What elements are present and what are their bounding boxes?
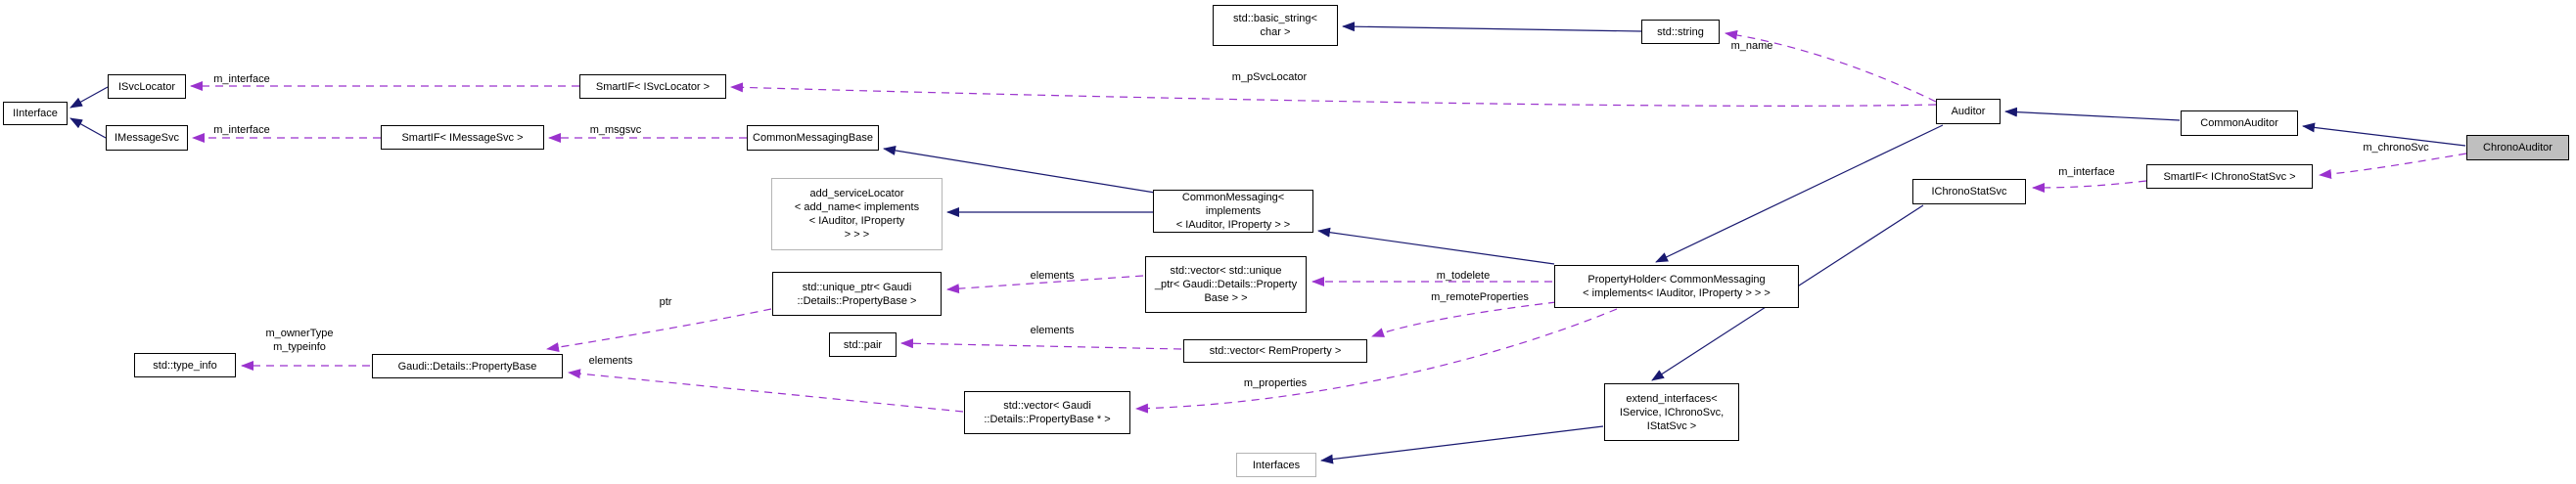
edge-extend_interfaces-to-interfaces bbox=[1320, 425, 1604, 464]
edge-label-ptr: ptr bbox=[659, 296, 672, 308]
node-imessagesvc[interactable]: IMessageSvc bbox=[106, 125, 188, 151]
edge-chronoauditor-to-commonauditor bbox=[2302, 122, 2466, 147]
node-smartif_isvclocator[interactable]: SmartIF< ISvcLocator > bbox=[579, 74, 726, 99]
edge-vector_uniqueptr-to-std_uniqueptr bbox=[946, 275, 1144, 294]
edge-std_uniqueptr-to-gaudi_propertybase bbox=[546, 308, 772, 353]
node-vector_remproperty: std::vector< RemProperty > bbox=[1183, 339, 1367, 363]
edge-label-m_todelete: m_todelete bbox=[1436, 270, 1491, 282]
edge-label-elements: elements bbox=[1030, 325, 1075, 336]
node-commonmessaging[interactable]: CommonMessaging< implements < IAuditor, … bbox=[1153, 190, 1313, 233]
edge-label-m_interface: m_interface bbox=[213, 124, 270, 136]
node-smartif_ichronostatsvc[interactable]: SmartIF< IChronoStatSvc > bbox=[2146, 164, 2313, 189]
node-add_servicelocator: add_serviceLocator < add_name< implement… bbox=[771, 178, 943, 250]
edge-label-m_remoteProperties: m_remoteProperties bbox=[1431, 291, 1529, 303]
node-vector_propertybase_ptr: std::vector< Gaudi ::Details::PropertyBa… bbox=[964, 391, 1130, 434]
node-isvclocator[interactable]: ISvcLocator bbox=[108, 74, 186, 99]
node-chronoauditor: ChronoAuditor bbox=[2466, 135, 2569, 160]
edge-smartif_ichronostatsvc-to-ichronostatsvc bbox=[2032, 180, 2147, 193]
edge-label-m_interface: m_interface bbox=[213, 73, 270, 85]
node-std_type_info: std::type_info bbox=[134, 353, 236, 377]
edge-label-m_chronoSvc: m_chronoSvc bbox=[2363, 142, 2429, 154]
node-std_uniqueptr: std::unique_ptr< Gaudi ::Details::Proper… bbox=[772, 272, 942, 316]
edge-vector_remproperty-to-std_pair bbox=[900, 338, 1182, 350]
edge-label-m_pSvcLocator: m_pSvcLocator bbox=[1231, 71, 1308, 83]
edge-propertyholder-to-commonmessaging bbox=[1317, 227, 1555, 265]
edge-label-m_name: m_name bbox=[1730, 40, 1773, 52]
node-interfaces: Interfaces bbox=[1236, 453, 1316, 477]
edge-label-elements: elements bbox=[588, 355, 633, 367]
node-gaudi_propertybase[interactable]: Gaudi::Details::PropertyBase bbox=[372, 354, 563, 378]
edge-label-m_msgsvc: m_msgsvc bbox=[589, 124, 642, 136]
edge-commonmessaging-to-commonmessagingbase bbox=[883, 145, 1156, 194]
edge-vector_propertybase_ptr-to-gaudi_propertybase bbox=[568, 369, 964, 413]
edge-label-m_ownerType: m_ownerType m_typeinfo bbox=[265, 328, 334, 353]
node-extend_interfaces[interactable]: extend_interfaces< IService, IChronoSvc,… bbox=[1604, 383, 1739, 441]
edge-label-m_interface: m_interface bbox=[2058, 166, 2115, 178]
node-std_basic_string: std::basic_string< char > bbox=[1213, 5, 1338, 46]
edge-std_string-to-std_basic_string bbox=[1342, 22, 1642, 32]
edge-propertyholder-to-vector_remproperty bbox=[1371, 301, 1557, 337]
edge-auditor-to-propertyholder bbox=[1655, 124, 1944, 263]
edge-auditor-to-smartif_isvclocator bbox=[730, 82, 1937, 107]
edge-label-m_properties: m_properties bbox=[1243, 377, 1308, 389]
edge-propertyholder-to-vector_propertybase_ptr bbox=[1135, 308, 1618, 414]
node-smartif_imessagesvc[interactable]: SmartIF< IMessageSvc > bbox=[381, 125, 544, 150]
node-std_pair: std::pair bbox=[829, 332, 897, 357]
node-iinterface[interactable]: IInterface bbox=[3, 102, 68, 125]
edge-imessagesvc-to-iinterface bbox=[69, 117, 107, 139]
node-auditor[interactable]: Auditor bbox=[1936, 99, 2001, 124]
node-commonmessagingbase[interactable]: CommonMessagingBase bbox=[747, 125, 879, 151]
node-propertyholder[interactable]: PropertyHolder< CommonMessaging < implem… bbox=[1554, 265, 1799, 308]
edge-isvclocator-to-iinterface bbox=[69, 86, 109, 109]
edge-commonauditor-to-auditor bbox=[2004, 107, 2181, 121]
node-vector_uniqueptr: std::vector< std::unique _ptr< Gaudi::De… bbox=[1145, 256, 1307, 313]
node-commonauditor[interactable]: CommonAuditor bbox=[2181, 110, 2298, 136]
node-std_string: std::string bbox=[1641, 20, 1720, 44]
edge-label-elements: elements bbox=[1030, 270, 1075, 282]
edge-chronoauditor-to-smartif_ichronostatsvc bbox=[2319, 153, 2467, 179]
edge-auditor-to-std_string bbox=[1725, 29, 1937, 103]
node-ichronostatsvc[interactable]: IChronoStatSvc bbox=[1912, 179, 2026, 204]
